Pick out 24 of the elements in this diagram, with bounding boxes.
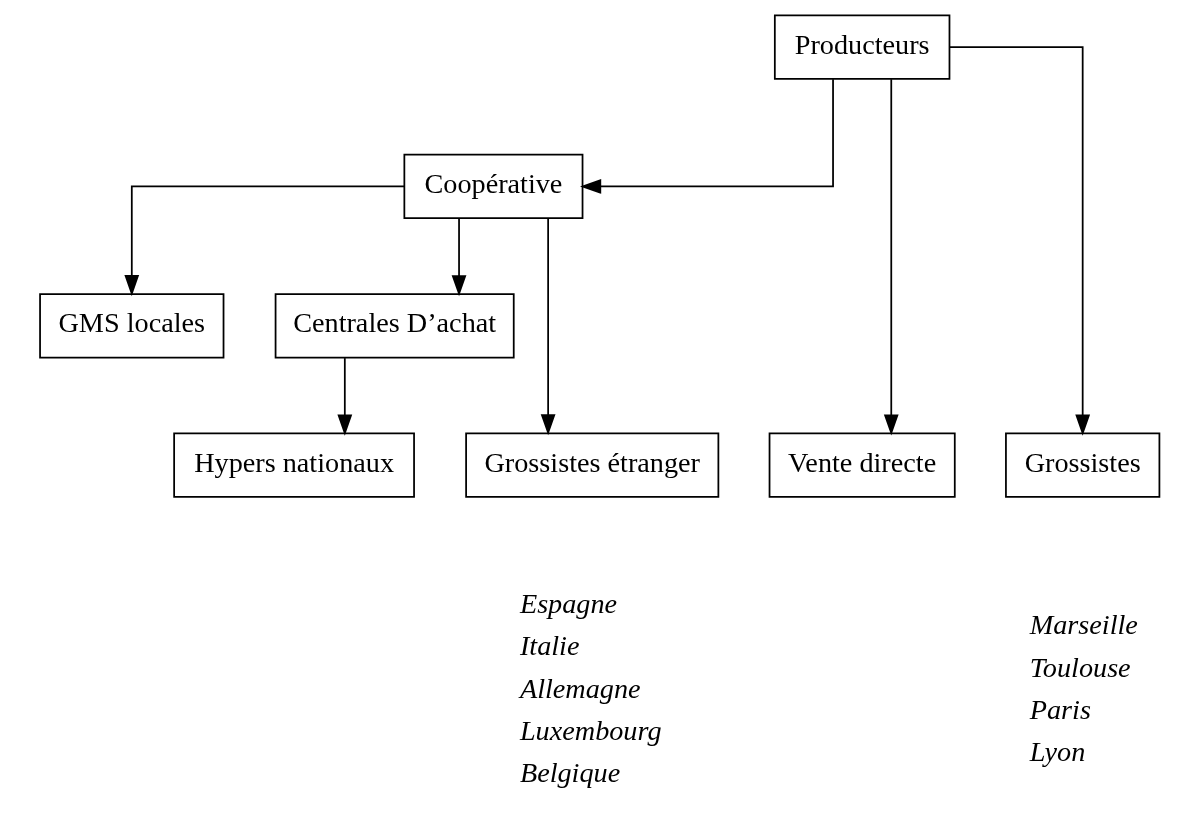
node-box: Centrales D’achat	[274, 293, 515, 359]
arrow	[451, 217, 467, 297]
node-box: Coopérative	[403, 153, 584, 220]
node-box: Grossistes	[1005, 432, 1161, 498]
node-box: Vente directe	[768, 432, 956, 498]
arrow	[337, 357, 353, 436]
node-box: Grossistes étranger	[465, 432, 720, 498]
node-box: Producteurs	[773, 14, 951, 80]
arrow	[883, 78, 899, 436]
node-label: Italie	[519, 630, 580, 662]
node-label: Luxembourg	[519, 715, 662, 747]
node-box: Hypers nationaux	[173, 432, 415, 498]
node-label: Allemagne	[519, 672, 641, 704]
node-label: Marseille	[1029, 609, 1138, 641]
node-label: Espagne	[519, 588, 618, 619]
arrow	[949, 46, 1091, 436]
node-label: Lyon	[1029, 736, 1086, 768]
arrow	[580, 78, 834, 194]
node-label: Toulouse	[1029, 651, 1131, 683]
arrow	[540, 217, 556, 436]
node-box: GMS locales	[39, 293, 225, 359]
node-label: Paris	[1029, 693, 1091, 725]
arrow	[124, 185, 405, 297]
node-label: Belgique	[519, 757, 621, 789]
